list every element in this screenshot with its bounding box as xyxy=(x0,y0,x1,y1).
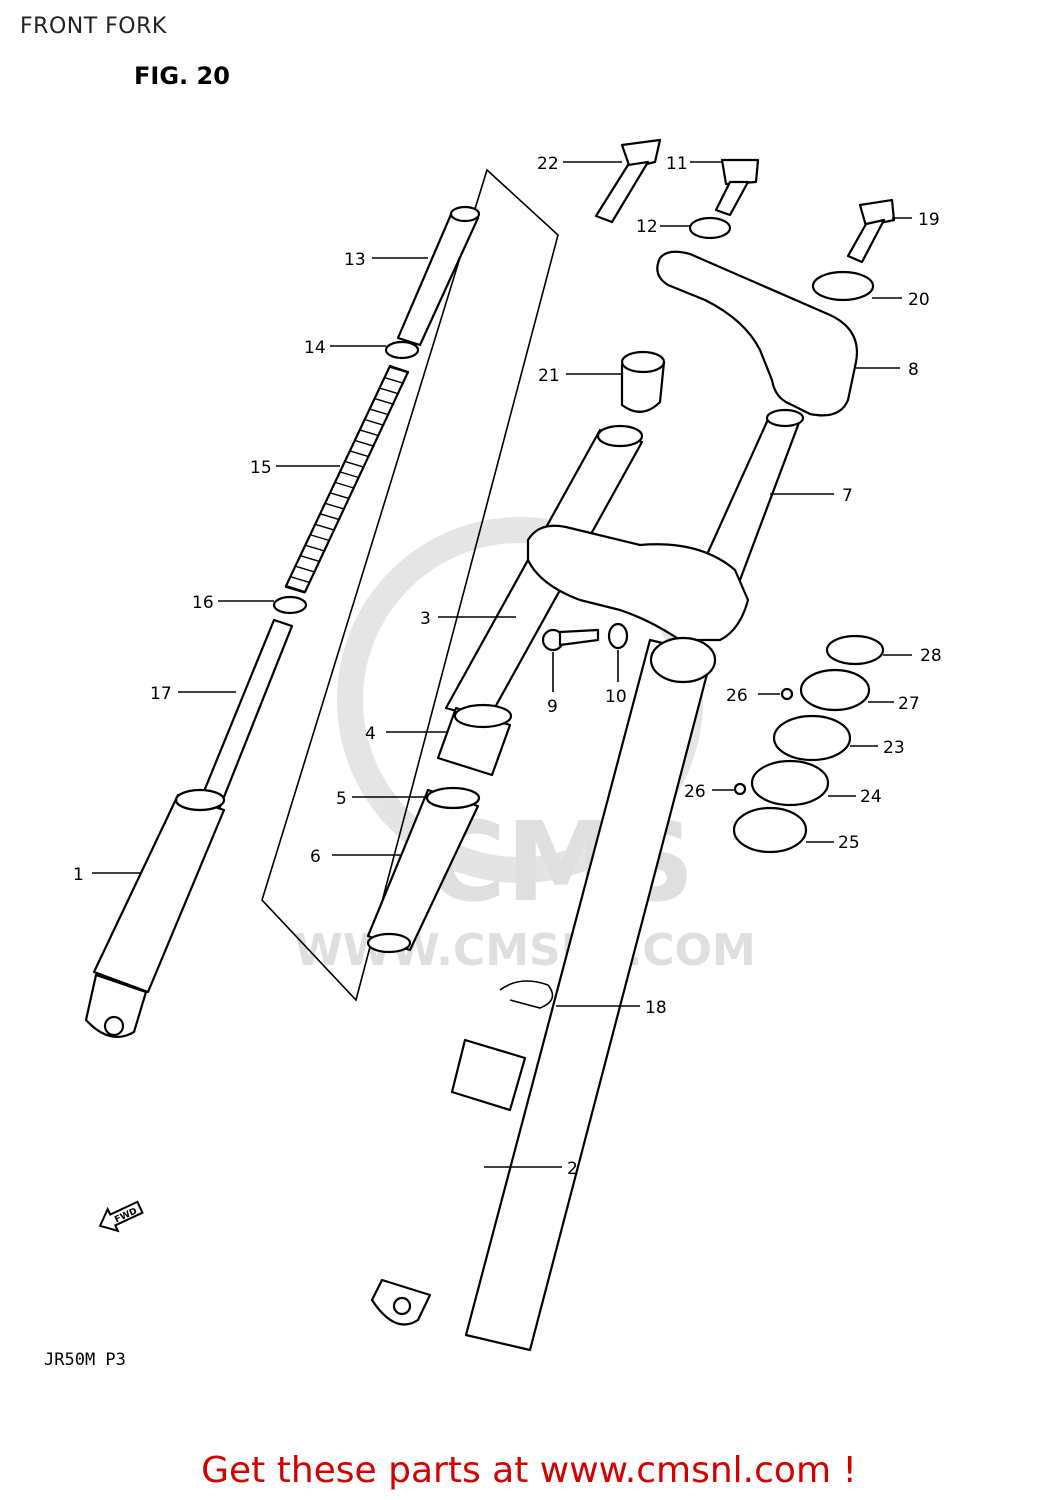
spring-coil xyxy=(378,387,400,395)
part-16-seat xyxy=(272,595,308,615)
callout-9: 9 xyxy=(547,697,558,717)
part-19-bolt xyxy=(846,198,896,264)
callout-26: 26 xyxy=(726,686,748,706)
spring-coil xyxy=(359,429,380,437)
callout-23: 23 xyxy=(883,738,905,758)
callout-2: 2 xyxy=(567,1159,578,1179)
part-4-seal xyxy=(436,703,513,777)
spring-coil xyxy=(304,544,326,552)
part-10-washer xyxy=(607,622,629,650)
part-7-steering-stem xyxy=(698,408,805,582)
part-14-washer xyxy=(384,340,420,360)
part-18-circlip xyxy=(499,980,554,1009)
page-title: FRONT FORK xyxy=(20,14,167,39)
part-23-race xyxy=(772,714,852,762)
part-5-6-lower-inner xyxy=(366,786,481,954)
fwd-arrow-icon: FWD xyxy=(98,1200,144,1233)
callout-21: 21 xyxy=(538,366,560,386)
part-9-bolt xyxy=(541,628,600,652)
spring-coil xyxy=(354,439,375,448)
leader-lines xyxy=(92,161,912,1168)
callout-15: 15 xyxy=(250,458,272,478)
callout-14: 14 xyxy=(304,338,326,358)
part-12-washer xyxy=(688,216,732,240)
part-22-bolt xyxy=(594,138,662,224)
spring-coil xyxy=(349,450,370,458)
figure-label: FIG. 20 xyxy=(134,62,230,90)
part-11-bolt xyxy=(714,158,760,217)
spring-coil xyxy=(324,502,345,510)
spring-coil xyxy=(289,575,311,584)
spring-coil xyxy=(388,366,410,374)
callout-16: 16 xyxy=(192,593,214,613)
part-27-nut xyxy=(799,668,871,712)
callout-19: 19 xyxy=(918,210,940,230)
spring-coils-15 xyxy=(284,366,410,594)
callout-18: 18 xyxy=(645,998,667,1018)
part-25-seal xyxy=(732,806,808,854)
callout-8: 8 xyxy=(908,360,919,380)
part-20-washer xyxy=(811,270,875,302)
part-26-ball-upper xyxy=(780,687,794,701)
callout-5: 5 xyxy=(336,789,347,809)
callout-13: 13 xyxy=(344,250,366,270)
spring-coil xyxy=(383,376,405,385)
part-17-spring xyxy=(196,618,294,814)
spring-coil xyxy=(373,397,395,406)
under-bracket xyxy=(526,524,750,642)
spring-coil xyxy=(368,408,390,416)
callout-28: 28 xyxy=(920,646,942,666)
spring-coil xyxy=(329,492,350,500)
spring-coil xyxy=(294,565,316,573)
spring-coil xyxy=(364,418,385,427)
callout-24: 24 xyxy=(860,787,882,807)
inner-parts-outline xyxy=(261,168,559,1002)
part-26-ball-lower xyxy=(733,782,747,796)
spring-coil xyxy=(314,523,335,531)
callout-27: 27 xyxy=(898,694,920,714)
callout-11: 11 xyxy=(666,154,688,174)
callout-17: 17 xyxy=(150,684,172,704)
watermark-url: WWW.CMSNL.COM xyxy=(294,925,756,976)
callout-20: 20 xyxy=(908,290,930,310)
spring-coil xyxy=(319,512,340,521)
part-24-race xyxy=(750,759,830,807)
part-15-spring xyxy=(284,364,410,594)
callout-12: 12 xyxy=(636,217,658,237)
callout-1: 1 xyxy=(73,865,84,885)
callout-10: 10 xyxy=(605,687,627,707)
part-28-lock-washer xyxy=(825,634,885,666)
spring-coil xyxy=(309,533,330,542)
part-8-top-bracket xyxy=(656,250,859,417)
part-1-outer-tube xyxy=(84,788,226,1038)
callout-26b: 26 xyxy=(684,782,706,802)
callout-7: 7 xyxy=(842,486,853,506)
spring-coil xyxy=(284,586,306,594)
model-code: JR50M P3 xyxy=(44,1350,126,1370)
callout-3: 3 xyxy=(420,609,431,629)
spring-coil xyxy=(339,471,360,479)
part-21-cap xyxy=(620,350,666,413)
callout-22: 22 xyxy=(537,154,559,174)
callout-6: 6 xyxy=(310,847,321,867)
part-2-outer-tube xyxy=(370,636,717,1352)
spring-coil xyxy=(344,460,365,468)
part-13-spacer xyxy=(396,205,481,347)
callout-labels: 22 11 12 19 13 20 14 8 21 15 7 16 3 28 9… xyxy=(73,154,942,1179)
callout-25: 25 xyxy=(838,833,860,853)
promo-link[interactable]: Get these parts at www.cmsnl.com ! xyxy=(201,1450,857,1491)
spring-coil xyxy=(299,554,321,563)
spring-coil xyxy=(334,481,355,489)
callout-4: 4 xyxy=(365,724,376,744)
